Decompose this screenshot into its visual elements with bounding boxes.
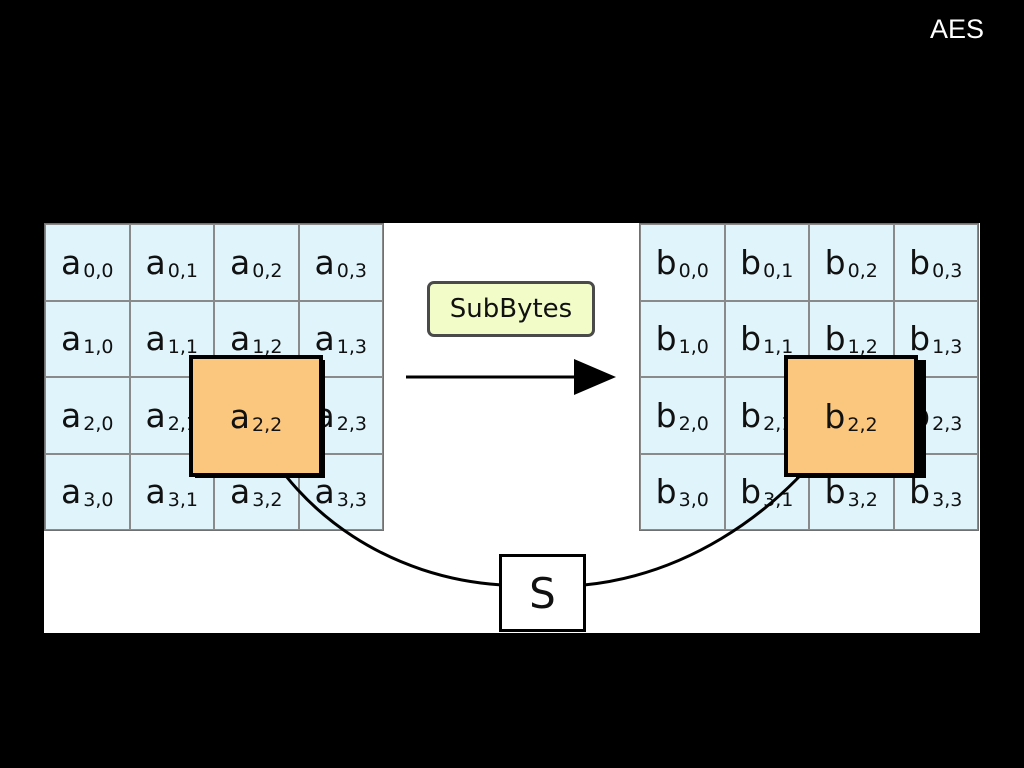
cell-index: 2,0 xyxy=(678,412,709,435)
cell-index: 1,0 xyxy=(678,336,709,359)
cell-index: 0,0 xyxy=(678,259,709,282)
cell-letter: a xyxy=(61,395,82,435)
cell-index: 0,3 xyxy=(336,259,367,282)
cell-index: 0,2 xyxy=(847,259,878,282)
cell-index: 3,2 xyxy=(252,489,283,512)
cell-letter: a xyxy=(314,472,335,512)
cell-index: 3,3 xyxy=(336,489,367,512)
cell-letter: a xyxy=(145,242,166,282)
cell-index: 2,0 xyxy=(83,412,114,435)
cell-letter: b xyxy=(740,395,762,435)
cell-letter: a xyxy=(314,319,335,359)
cell-letter: b xyxy=(740,472,762,512)
cell-index: 3,0 xyxy=(83,489,114,512)
cell-letter: b xyxy=(909,319,931,359)
cell-index: 3,0 xyxy=(678,489,709,512)
cell-letter: a xyxy=(145,395,166,435)
cell-index: 1,3 xyxy=(336,336,367,359)
cell-letter: b xyxy=(909,242,931,282)
cell-letter: b xyxy=(655,472,677,512)
cell-index: 1,2 xyxy=(847,336,878,359)
cell-index: 1,1 xyxy=(763,336,794,359)
cell-letter: a xyxy=(230,242,251,282)
subbytes-label: SubBytes xyxy=(427,281,595,337)
cell-index: 3,2 xyxy=(847,489,878,512)
cell-letter: a xyxy=(230,319,251,359)
cell-index: 0,0 xyxy=(83,259,114,282)
cell-index: 0,1 xyxy=(167,259,198,282)
slide-title: AES xyxy=(929,14,984,44)
cell-letter: a xyxy=(145,319,166,359)
cell-letter: b xyxy=(655,395,677,435)
cell-index: 0,1 xyxy=(763,259,794,282)
transform-arrowhead xyxy=(574,359,616,395)
cell-letter: a xyxy=(314,242,335,282)
cell-index: 2,3 xyxy=(932,412,963,435)
cell-index: 1,2 xyxy=(252,336,283,359)
highlight-index: 2,2 xyxy=(252,414,283,436)
cell-letter: b xyxy=(740,319,762,359)
cell-letter: b xyxy=(824,319,846,359)
cell-index: 3,1 xyxy=(763,489,794,512)
cell-letter: b xyxy=(655,319,677,359)
cell-index: 3,1 xyxy=(167,489,198,512)
cell-index: 2,3 xyxy=(336,412,367,435)
cell-letter: b xyxy=(824,472,846,512)
highlight-letter: a xyxy=(229,396,250,436)
cell-index: 3,3 xyxy=(932,489,963,512)
cell-letter: a xyxy=(145,472,166,512)
cell-index: 0,2 xyxy=(252,259,283,282)
cell-letter: b xyxy=(909,472,931,512)
cell-letter: b xyxy=(824,242,846,282)
cell-index: 1,0 xyxy=(83,336,114,359)
cell-letter: a xyxy=(61,472,82,512)
cell-letter: a xyxy=(61,319,82,359)
cell-index: 0,3 xyxy=(932,259,963,282)
highlight-letter: b xyxy=(824,396,846,436)
cell-letter: a xyxy=(230,472,251,512)
sbox-box: S xyxy=(499,554,586,632)
cell-index: 1,3 xyxy=(932,336,963,359)
cell-letter: b xyxy=(655,242,677,282)
cell-letter: a xyxy=(61,242,82,282)
cell-letter: b xyxy=(740,242,762,282)
highlight-index: 2,2 xyxy=(847,414,878,436)
cell-index: 1,1 xyxy=(167,336,198,359)
